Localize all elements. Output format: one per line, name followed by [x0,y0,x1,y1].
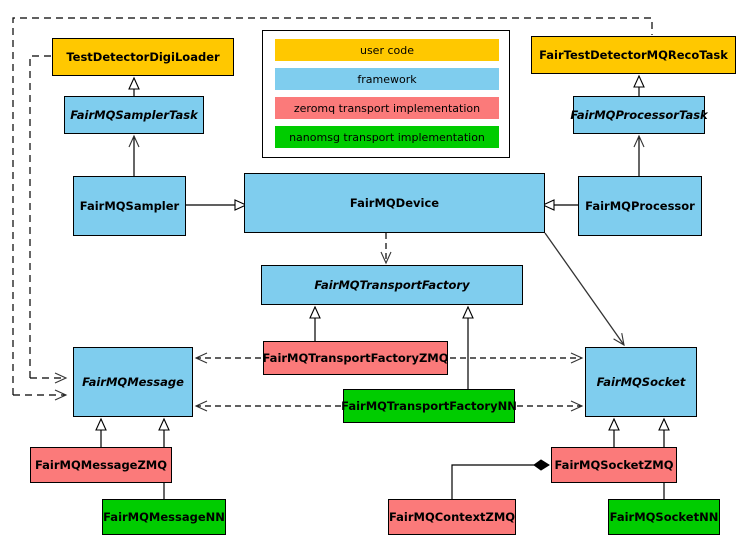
edge-composition [451,459,550,499]
dashed-scope-arrows [13,372,68,401]
legend-item-nanomsg: nanomsg transport implementation [275,126,499,148]
class-node-label: FairMQMessageZMQ [34,457,168,472]
class-node-label: TestDetectorDigiLoader [66,49,220,64]
legend-item-user-code: user code [275,39,499,61]
class-node-label: FairMQSocket [596,374,686,389]
class-node-FairMQMessageZMQ[interactable]: FairMQMessageZMQ [30,447,172,483]
legend-label: user code [359,43,415,57]
legend-item-zeromq: zeromq transport implementation [275,97,499,119]
class-node-TestDetectorDigiLoader[interactable]: TestDetectorDigiLoader [52,38,234,76]
legend-item-framework: framework [275,68,499,90]
class-node-FairMQProcessorTask[interactable]: FairMQProcessorTask [570,96,708,134]
class-node-FairMQProcessor[interactable]: FairMQProcessor [578,176,702,236]
class-node-label: FairMQSocketNN [609,509,719,524]
class-node-label: FairMQMessage [82,374,184,389]
class-node-FairMQSampler[interactable]: FairMQSampler [73,176,186,236]
class-node-label: FairMQTransportFactory [314,277,470,292]
class-node-FairMQSocketNN[interactable]: FairMQSocketNN [608,499,720,535]
class-node-label: FairMQMessageNN [103,509,225,524]
class-node-label: FairMQTransportFactoryZMQ [262,350,449,365]
class-node-label: FairTestDetectorMQRecoTask [539,47,728,62]
class-node-label: FairMQSampler [79,198,180,213]
class-node-FairTestDetectorMQRecoTask[interactable]: FairTestDetectorMQRecoTask [531,36,736,74]
class-node-FairMQTransportFactoryZMQ[interactable]: FairMQTransportFactoryZMQ [262,341,449,375]
class-node-label: FairMQTransportFactoryNN [341,398,517,413]
legend-label: framework [357,72,417,86]
class-node-label: FairMQDevice [349,195,440,210]
class-node-FairMQDevice[interactable]: FairMQDevice [244,173,545,233]
class-node-FairMQSocket[interactable]: FairMQSocket [585,347,697,417]
class-node-FairMQSamplerTask[interactable]: FairMQSamplerTask [64,96,204,134]
legend-label: nanomsg transport implementation [289,130,485,144]
legend-label: zeromq transport implementation [293,101,481,115]
class-node-label: FairMQSocketZMQ [554,457,674,472]
class-node-FairMQContextZMQ[interactable]: FairMQContextZMQ [388,499,516,535]
class-node-label: FairMQSamplerTask [70,107,198,122]
class-node-FairMQSocketZMQ[interactable]: FairMQSocketZMQ [551,447,677,483]
class-node-FairMQMessageNN[interactable]: FairMQMessageNN [102,499,226,535]
class-node-label: FairMQProcessor [585,198,695,213]
class-node-FairMQTransportFactory[interactable]: FairMQTransportFactory [261,265,523,305]
legend-box: user code framework zeromq transport imp… [262,30,510,158]
class-node-FairMQMessage[interactable]: FairMQMessage [73,347,193,417]
class-node-label: FairMQContextZMQ [388,509,516,524]
class-node-label: FairMQProcessorTask [570,107,708,122]
class-node-FairMQTransportFactoryNN[interactable]: FairMQTransportFactoryNN [341,389,517,423]
edge-association [544,232,625,347]
